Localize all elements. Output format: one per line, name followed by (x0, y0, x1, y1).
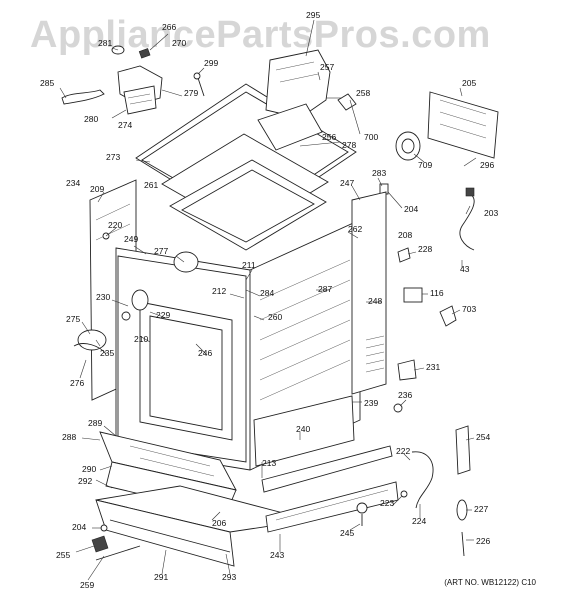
callout-210: 210 (134, 334, 148, 344)
callout-239: 239 (364, 398, 378, 408)
callout-261: 261 (144, 180, 158, 190)
part-top-panel (135, 83, 357, 251)
callout-227: 227 (474, 504, 488, 514)
callout-260: 260 (268, 312, 282, 322)
callout-247: 247 (340, 178, 354, 188)
part-right-side-panel (351, 191, 457, 413)
callout-277: 277 (154, 246, 168, 256)
callout-234: 234 (66, 178, 80, 188)
callout-249: 249 (124, 234, 138, 244)
callout-209: 209 (90, 184, 104, 194)
callout-289: 289 (88, 418, 102, 428)
callout-211: 211 (242, 260, 256, 270)
callout-276: 276 (70, 378, 84, 388)
callout-213: 213 (262, 458, 276, 468)
callout-231: 231 (426, 362, 440, 372)
callout-273: 273 (106, 152, 120, 162)
callout-299: 299 (204, 58, 218, 68)
callout-292: 292 (78, 476, 92, 486)
callout-700: 700 (364, 132, 378, 142)
callout-212: 212 (212, 286, 226, 296)
part-broiler-drawer (91, 431, 311, 567)
callout-275: 275 (66, 314, 80, 324)
part-lower-right-assembly (253, 395, 471, 557)
callout-287: 287 (318, 284, 332, 294)
callout-255: 255 (56, 550, 70, 560)
callout-266: 266 (162, 22, 176, 32)
callout-270: 270 (172, 38, 186, 48)
art-number: (ART NO. WB12122) C10 (444, 578, 536, 587)
callout-246: 246 (198, 348, 212, 358)
callout-295: 295 (306, 10, 320, 20)
callout-285: 285 (40, 78, 54, 88)
callout-279: 279 (184, 88, 198, 98)
callout-290: 290 (82, 464, 96, 474)
callout-116: 116 (430, 288, 444, 298)
callout-296: 296 (480, 160, 494, 170)
callout-258: 258 (356, 88, 370, 98)
callout-220: 220 (108, 220, 122, 230)
callout-222: 222 (396, 446, 410, 456)
callout-257: 257 (320, 62, 334, 72)
callout-236: 236 (398, 390, 412, 400)
callout-240: 240 (296, 424, 310, 434)
callout-223: 223 (380, 498, 394, 508)
callout-205: 205 (462, 78, 476, 88)
callout-283: 283 (372, 168, 386, 178)
callout-leader-lines (59, 19, 477, 581)
callout-291: 291 (154, 572, 168, 582)
callout-204b: 204 (72, 522, 86, 532)
callout-284: 284 (260, 288, 274, 298)
callout-274: 274 (118, 120, 132, 130)
part-oven-body (115, 219, 361, 471)
callout-226: 226 (476, 536, 490, 546)
callout-256: 256 (322, 132, 336, 142)
callout-206: 206 (212, 518, 226, 528)
callout-204a: 204 (404, 204, 418, 214)
part-vent-duct (257, 49, 331, 151)
callout-224: 224 (412, 516, 426, 526)
callout-208: 208 (398, 230, 412, 240)
callout-230: 230 (96, 292, 110, 302)
callout-labels: 295 266 281 270 299 257 205 285 279 258 280 274 700 2… (40, 10, 498, 590)
callout-709: 709 (418, 160, 432, 170)
callout-281: 281 (98, 38, 112, 48)
callout-243: 243 (270, 550, 284, 560)
callout-703: 703 (462, 304, 476, 314)
watermark-logo: AppliancePartsPros.com (30, 14, 491, 56)
callout-43: 43 (460, 264, 470, 274)
callout-259: 259 (80, 580, 94, 590)
part-right-upper-assembly (337, 91, 499, 251)
callout-254: 254 (476, 432, 490, 442)
callout-203: 203 (484, 208, 498, 218)
callout-228: 228 (418, 244, 432, 254)
callout-280: 280 (84, 114, 98, 124)
part-top-left-assembly (61, 45, 205, 115)
callout-278: 278 (342, 140, 356, 150)
callout-229: 229 (156, 310, 170, 320)
callout-245: 245 (340, 528, 354, 538)
callout-235: 235 (100, 348, 114, 358)
callout-288: 288 (62, 432, 76, 442)
callout-248: 248 (368, 296, 382, 306)
callout-262: 262 (348, 224, 362, 234)
callout-293: 293 (222, 572, 236, 582)
